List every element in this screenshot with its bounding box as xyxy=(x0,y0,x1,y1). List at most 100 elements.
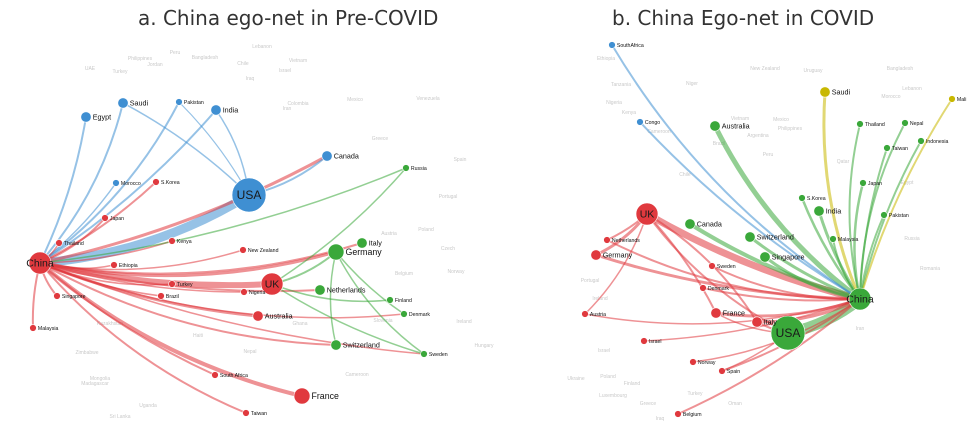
panel-a-faint-label: Lebanon xyxy=(252,44,272,50)
panel-b-node-mali[interactable] xyxy=(948,95,956,103)
panel-b-faint-label: Bangladesh xyxy=(887,66,914,72)
panel-a-node-label-skorea: S.Korea xyxy=(161,180,180,186)
panel-a-faint-label: Ireland xyxy=(456,319,472,325)
panel-b-node-saudi[interactable] xyxy=(819,86,831,98)
panel-a-node-taiwan[interactable] xyxy=(242,409,250,417)
panel-a-faint-label: Zimbabwe xyxy=(75,350,98,356)
panel-b-node-label-spain: Spain xyxy=(727,369,740,375)
panel-a-nodes: ChinaUSAUKFranceAustraliaGermanyItalyNet… xyxy=(26,97,448,417)
panel-b-faint-label: Philippines xyxy=(778,126,803,132)
panel-a-node-kenya[interactable] xyxy=(168,237,176,245)
panel-a-edge-uk-sweden xyxy=(271,283,425,355)
panel-b-node-austria[interactable] xyxy=(581,310,589,318)
panel-b-node-uk[interactable] xyxy=(635,202,659,226)
panel-b-node-label-france: France xyxy=(723,309,745,318)
panel-a-node-singapore[interactable] xyxy=(53,292,61,300)
panel-b-node-israel[interactable] xyxy=(640,337,648,345)
panel-a-node-label-switzerland: Switzerland xyxy=(343,341,380,350)
panel-b-node-australia[interactable] xyxy=(709,120,721,132)
panel-b-node-thailand[interactable] xyxy=(856,120,864,128)
panel-a-node-germany[interactable] xyxy=(327,243,345,261)
panel-a-node-japan[interactable] xyxy=(101,214,109,222)
panel-b-node-belgium[interactable] xyxy=(674,410,682,418)
panel-b-node-congo[interactable] xyxy=(636,118,644,126)
panel-a-node-sweden[interactable] xyxy=(420,350,428,358)
panel-a-node-china[interactable] xyxy=(28,251,52,275)
panel-b-node-malaysia[interactable] xyxy=(829,235,837,243)
panel-a-node-newzealand[interactable] xyxy=(239,246,247,254)
panel-a-node-egypt[interactable] xyxy=(80,111,92,123)
panel-a-node-label-china: China xyxy=(26,258,54,270)
panel-b-node-label-canada: Canada xyxy=(697,220,722,229)
panel-b-node-indonesia[interactable] xyxy=(917,137,925,145)
panel-b-node-japan[interactable] xyxy=(859,179,867,187)
panel-a-node-france[interactable] xyxy=(293,387,311,405)
panel-b-node-nepal[interactable] xyxy=(901,119,909,127)
panel-a-node-nigeria[interactable] xyxy=(240,288,248,296)
panel-b-node-label-skorea: S.Korea xyxy=(807,196,826,202)
panel-a-node-usa[interactable] xyxy=(231,177,267,213)
panel-a-edge-china-saudi xyxy=(39,102,124,264)
panel-a-edge-china-newzealand xyxy=(39,249,244,271)
panel-b-node-netherlands[interactable] xyxy=(603,236,611,244)
panel-a-node-uk[interactable] xyxy=(260,272,284,296)
panel-b-node-italy[interactable] xyxy=(751,316,763,328)
panel-a-node-finland[interactable] xyxy=(386,296,394,304)
panel-b-faint-label: Qatar xyxy=(837,159,850,165)
panel-b-node-norway[interactable] xyxy=(689,358,697,366)
panel-a-node-southafrica[interactable] xyxy=(211,371,219,379)
panel-a-node-saudi[interactable] xyxy=(117,97,129,109)
panel-a-faint-label: Haiti xyxy=(193,333,203,339)
panel-b-faint-label: Cameroon xyxy=(647,129,671,135)
panel-a-faint-label: Jordan xyxy=(147,62,163,68)
panel-a-node-ethiopia[interactable] xyxy=(110,261,118,269)
panel-b-node-usa[interactable] xyxy=(770,315,806,351)
panel-b-node-label-indonesia: Indonesia xyxy=(926,139,949,145)
panel-a-node-label-australia: Australia xyxy=(265,312,293,321)
panel-a-node-pakistan[interactable] xyxy=(175,98,183,106)
panel-b-node-sweden[interactable] xyxy=(708,262,716,270)
panel-a-node-italy[interactable] xyxy=(356,237,368,249)
panel-a-node-label-morocco: Morocco xyxy=(121,181,141,187)
panel-a-node-switzerland[interactable] xyxy=(330,339,342,351)
panel-a-node-australia[interactable] xyxy=(252,310,264,322)
panel-a-edge-china-pakistan xyxy=(39,101,180,264)
panel-b-node-southafrica[interactable] xyxy=(608,41,616,49)
panel-a-node-india[interactable] xyxy=(210,104,222,116)
panel-b-faint-label: Brazil xyxy=(713,141,726,147)
panel-a-node-label-southafrica: South Africa xyxy=(220,373,248,379)
panel-a-faint-label: Madagascar xyxy=(81,381,109,387)
panel-a-node-skorea[interactable] xyxy=(152,178,160,186)
panel-a-node-brazil[interactable] xyxy=(157,292,165,300)
panel-b-node-pakistan[interactable] xyxy=(880,211,888,219)
panel-a-node-label-nigeria: Nigeria xyxy=(249,290,266,296)
panel-a-node-morocco[interactable] xyxy=(112,179,120,187)
panel-b-node-label-malaysia: Malaysia xyxy=(838,237,859,243)
panel-b-node-singapore[interactable] xyxy=(759,251,771,263)
panel-a-node-russia[interactable] xyxy=(402,164,410,172)
panel-b-node-india[interactable] xyxy=(813,205,825,217)
panel-b-node-label-sweden: Sweden xyxy=(717,264,736,270)
panel-b-edge-china-sweden xyxy=(711,265,861,301)
panel-b-node-china[interactable] xyxy=(848,287,872,311)
panel-b-node-france[interactable] xyxy=(710,307,722,319)
panel-b-node-switzerland[interactable] xyxy=(744,231,756,243)
panel-b-node-germany[interactable] xyxy=(590,249,602,261)
panel-b-node-taiwan[interactable] xyxy=(883,144,891,152)
panel-a-node-canada[interactable] xyxy=(321,150,333,162)
panel-a-node-denmark[interactable] xyxy=(400,310,408,318)
panel-b-node-spain[interactable] xyxy=(718,367,726,375)
panel-a-node-netherlands[interactable] xyxy=(314,284,326,296)
panel-a-faint-label: Uganda xyxy=(139,403,157,409)
panel-a-node-malaysia[interactable] xyxy=(29,324,37,332)
panel-b-node-label-india: India xyxy=(826,207,842,216)
panel-a-node-turkey[interactable] xyxy=(168,280,176,288)
panel-a-node-thailand[interactable] xyxy=(55,239,63,247)
panel-b-node-skorea[interactable] xyxy=(798,194,806,202)
panel-a-faint-label: Kazakhstan xyxy=(97,321,123,327)
panel-b-faint-label: Ukraine xyxy=(567,376,584,382)
panel-b-node-denmark[interactable] xyxy=(699,284,707,292)
panel-a-node-label-taiwan: Taiwan xyxy=(251,411,267,417)
panel-b-node-canada[interactable] xyxy=(684,218,696,230)
panel-b-node-label-china: China xyxy=(846,294,874,306)
